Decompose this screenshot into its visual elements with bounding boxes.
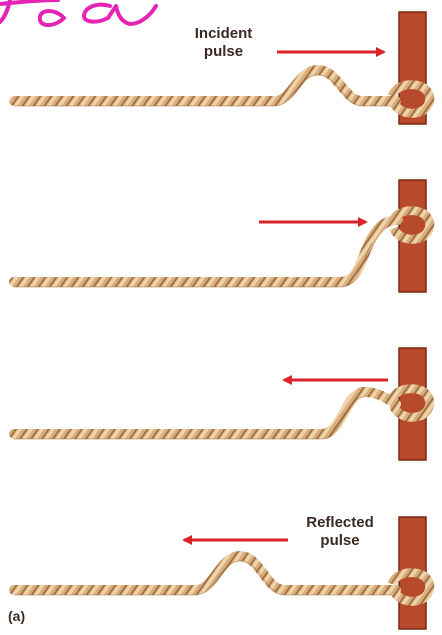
- handwriting-mark: [0, 0, 156, 25]
- rope-3: [14, 392, 396, 434]
- wall-3: [399, 348, 426, 460]
- scene-3: [14, 348, 430, 460]
- panel-label: (a): [8, 607, 25, 625]
- rope-2: [14, 220, 398, 282]
- rope-1: [14, 70, 396, 101]
- rope-4: [14, 556, 396, 590]
- scene-2: [14, 180, 430, 292]
